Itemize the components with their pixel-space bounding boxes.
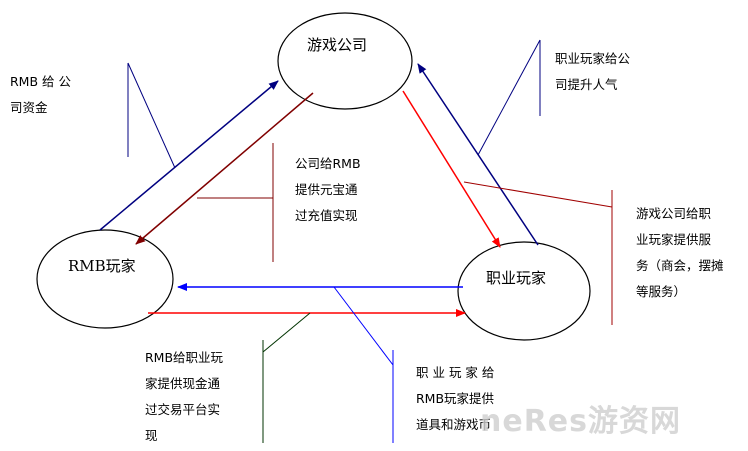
note-pro-to-company: 职业玩家给公 司提升人气	[555, 46, 630, 98]
node-rmb-player-label: RMB玩家	[68, 257, 136, 275]
callout-leader-rmb-to-pro	[262, 312, 311, 353]
note-company-to-rmb: 公司给RMB 提供元宝通 过充值实现	[295, 151, 361, 229]
node-company	[277, 12, 413, 110]
callout-leader-company-to-pro	[463, 181, 613, 208]
node-company-label: 游戏公司	[307, 36, 367, 54]
note-line: 过交易平台实	[145, 402, 221, 417]
note-line: RMB玩家提供	[416, 391, 495, 406]
arrow-rmb-to-company	[99, 80, 279, 231]
watermark-logo: neRes游资网	[480, 404, 682, 439]
node-pro-player-label: 职业玩家	[486, 269, 546, 287]
note-line: 道具和游戏币	[416, 417, 492, 432]
note-line: RMB给职业玩	[145, 350, 224, 365]
note-line: RMB 给 公	[10, 74, 71, 89]
arrow-company-to-rmb	[135, 92, 314, 245]
note-line: 职 业 玩 家 给	[416, 365, 495, 380]
callout-leader-pro-to-company	[477, 39, 541, 156]
note-line: 职业玩家给公	[555, 51, 631, 66]
note-line: 司提升人气	[555, 77, 618, 92]
callout-leader-rmb-to-company	[127, 62, 176, 169]
arrow-company-to-pro	[402, 90, 501, 248]
note-rmb-to-company: RMB 给 公 司资金	[10, 69, 71, 121]
note-line: 等服务）	[636, 284, 687, 299]
callout-leader-pro-to-rmb	[333, 286, 394, 366]
note-line: 务（商会，摆摊	[636, 258, 724, 273]
note-pro-to-rmb: 职 业 玩 家 给 RMB玩家提供 道具和游戏币	[416, 360, 494, 438]
note-line: 业玩家提供服	[636, 232, 712, 247]
note-line: 家提供现金通	[145, 376, 221, 391]
note-line: 公司给RMB	[295, 156, 361, 171]
note-line: 过充值实现	[295, 208, 358, 223]
note-line: 现	[145, 428, 158, 441]
note-line: 司资金	[10, 100, 48, 115]
note-rmb-to-pro: RMB给职业玩 家提供现金通 过交易平台实 现	[145, 345, 223, 441]
note-company-to-pro: 游戏公司给职 业玩家提供服 务（商会，摆摊 等服务）	[636, 201, 724, 305]
note-line: 提供元宝通	[295, 182, 358, 197]
note-line: 游戏公司给职	[636, 206, 712, 221]
node-rmb-player	[36, 229, 174, 329]
node-pro-player	[457, 241, 591, 341]
